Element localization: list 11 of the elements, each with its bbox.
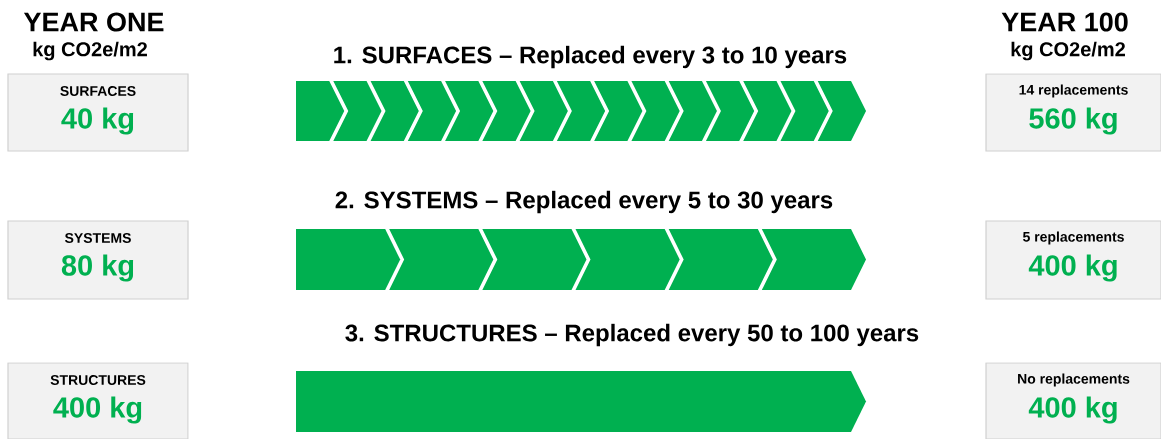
column-heading: YEAR 100 [1001,12,1128,32]
value-box: 5 replacements 400 kg [985,220,1161,300]
bar-heading: 3. STRUCTURES – Replaced every 50 to 100 years [345,323,919,347]
column-heading: YEAR ONE [23,12,164,32]
bar-heading: 2. SYSTEMS – Replaced every 5 to 30 years [335,190,833,214]
value-box: SYSTEMS 80 kg [7,220,189,300]
value-box: No replacements 400 kg [985,362,1161,439]
value-box: 14 replacements 560 kg [985,73,1161,152]
value-box: SURFACES 40 kg [7,73,189,152]
bar-heading: 1. SURFACES – Replaced every 3 to 10 years [334,45,847,69]
value-box: STRUCTURES 400 kg [7,362,189,439]
